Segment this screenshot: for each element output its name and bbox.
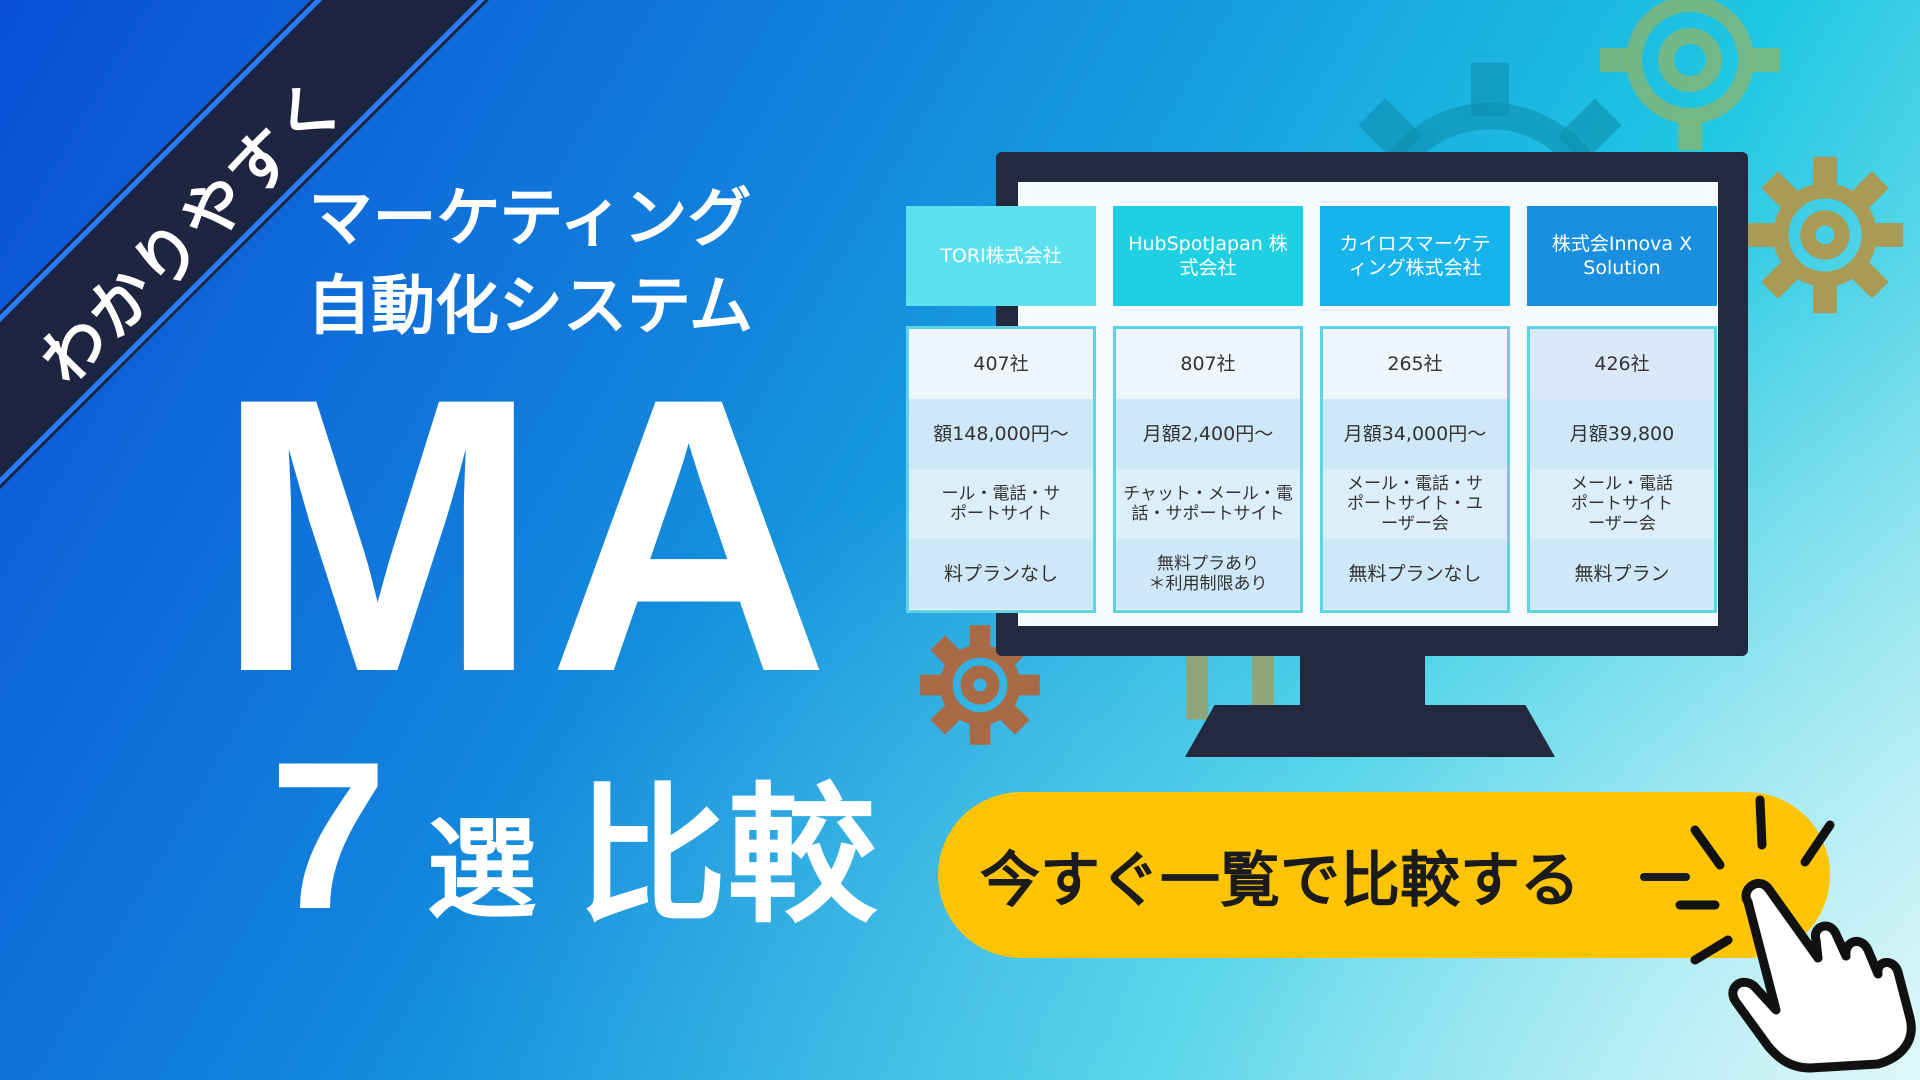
cell-customers: 807社 xyxy=(1180,353,1236,375)
monitor-stand-neck xyxy=(1300,655,1425,710)
cell-support: チャット・メール・電 話・サポートサイト xyxy=(1116,469,1300,539)
gear-icon xyxy=(920,625,1040,745)
cell-price: 月額34,000円〜 xyxy=(1323,399,1507,469)
compare-now-label: 今すぐ一覧で比較する xyxy=(980,845,1580,916)
cell-plan: 無料プラン xyxy=(1530,539,1714,609)
cell-customers: 265社 xyxy=(1387,353,1443,375)
column-body: 807社 月額2,400円〜 チャット・メール・電 話・サポートサイト 無料プラ… xyxy=(1113,326,1303,613)
cell-plan: 無料プランなし xyxy=(1323,539,1507,609)
cell-support: メール・電話 ポートサイト ーザー会 xyxy=(1530,469,1714,539)
column-header: 株式会Innova X Solution xyxy=(1527,206,1717,306)
gear-icon xyxy=(1746,156,1904,314)
subtitle-line-2: 自動化システム xyxy=(306,270,754,344)
cta-arrow-line xyxy=(1640,873,1690,881)
column-body: 265社 月額34,000円〜 メール・電話・サ ポートサイト・ユ ーザー会 無… xyxy=(1320,326,1510,613)
column-header: カイロスマーケテ ィング株式会社 xyxy=(1320,206,1510,306)
monitor-stand-base xyxy=(1185,705,1555,757)
cell-price: 月額2,400円〜 xyxy=(1116,399,1300,469)
column-header: HubSpotJapan 株式会社 xyxy=(1113,206,1303,306)
cell-customers: 426社 xyxy=(1594,353,1650,375)
table-column: HubSpotJapan 株式会社 807社 月額2,400円〜 チャット・メー… xyxy=(1113,182,1303,613)
cell-price: 月額39,800 xyxy=(1530,399,1714,469)
column-header: TORI株式会社 xyxy=(906,206,1096,306)
select-compare-line: 7 選 比較 xyxy=(270,718,877,953)
table-column: TORI株式会社 407社 額148,000円〜 ール・電話・サ ポートサイト … xyxy=(906,182,1096,613)
select-number: 7 xyxy=(270,718,387,953)
monitor-screen: TORI株式会社 407社 額148,000円〜 ール・電話・サ ポートサイト … xyxy=(906,182,1718,626)
cell-support: ール・電話・サ ポートサイト xyxy=(909,469,1093,539)
table-column: カイロスマーケテ ィング株式会社 265社 月額34,000円〜 メール・電話・… xyxy=(1320,182,1510,613)
select-sen: 選 xyxy=(426,806,537,934)
column-body: 407社 額148,000円〜 ール・電話・サ ポートサイト 料プランなし xyxy=(906,326,1096,613)
cell-customers: 407社 xyxy=(973,353,1029,375)
cell-price: 額148,000円〜 xyxy=(909,399,1093,469)
cell-support: メール・電話・サ ポートサイト・ユ ーザー会 xyxy=(1323,469,1507,539)
cell-plan: 料プランなし xyxy=(909,539,1093,609)
table-column: 株式会Innova X Solution 426社 月額39,800 メール・電… xyxy=(1527,182,1717,613)
cell-plan: 無料プラあり ＊利用制限あり xyxy=(1116,539,1300,609)
column-body: 426社 月額39,800 メール・電話 ポートサイト ーザー会 無料プラン xyxy=(1527,326,1717,613)
pointing-hand-icon xyxy=(1675,795,1916,1073)
select-hikaku: 比較 xyxy=(576,770,877,944)
main-title: MA xyxy=(215,317,838,753)
monitor: TORI株式会社 407社 額148,000円〜 ール・電話・サ ポートサイト … xyxy=(906,152,1748,656)
subtitle-line-1: マーケティング xyxy=(308,182,752,256)
gear-icon xyxy=(1600,0,1780,150)
subtitle: マーケティング 自動化システム xyxy=(250,175,810,351)
